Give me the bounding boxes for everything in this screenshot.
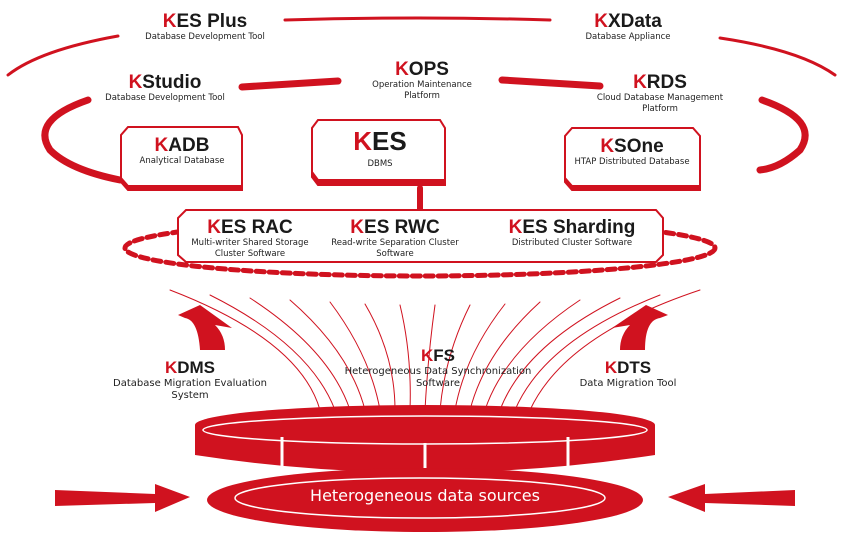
product-desc-line: Platform [642, 104, 678, 114]
product-desc-line: Cloud Database Management [596, 93, 724, 103]
arrow-left-icon [668, 484, 795, 512]
product-desc-line: System [171, 390, 209, 401]
arrow-up-left-icon [178, 305, 232, 350]
product-desc-line: Software [415, 378, 461, 389]
outer-arc-right [718, 36, 837, 77]
product-name: KES RWC [350, 217, 440, 238]
middle-arc-right-seg [498, 76, 604, 90]
product-name: KFS [420, 346, 455, 365]
ksone-box [564, 127, 701, 187]
product-kstudio: KStudio Database Development Tool [105, 73, 225, 104]
product-name: KES Sharding [508, 217, 636, 238]
kes-box [311, 119, 446, 181]
product-kxdata: KXData Database Appliance [585, 12, 670, 43]
product-desc: Database Development Tool [145, 32, 265, 42]
product-name: KDMS [164, 358, 216, 377]
product-krds: KRDS Cloud Database Management Platform [597, 73, 723, 115]
product-name: KES [353, 126, 407, 156]
middle-arc-left [41, 96, 124, 184]
product-name: KDTS [604, 358, 652, 377]
data-sources-label: Heterogeneous data sources [310, 486, 540, 505]
product-desc: HTAP Distributed Database [574, 157, 690, 167]
product-name: KES RAC [207, 217, 293, 238]
product-desc: Analytical Database [139, 156, 225, 166]
outer-arc-left [6, 34, 120, 77]
product-kfs: KFS Heterogeneous Data Synchronization S… [345, 346, 532, 390]
product-name: KXData [594, 11, 662, 32]
product-desc-line: Database Migration Evaluation [113, 378, 267, 389]
product-kes-rwc: KES RWC Read-write Separation Cluster So… [331, 218, 459, 260]
product-kes-rac: KES RAC Multi-writer Shared Storage Clus… [191, 218, 308, 260]
middle-arc-left-seg [238, 77, 342, 91]
product-name: KSOne [600, 136, 664, 157]
product-name: KStudio [128, 72, 202, 93]
product-desc: Distributed Cluster Software [511, 238, 633, 248]
product-desc: Database Appliance [585, 32, 671, 42]
product-kadb: KADB Analytical Database [140, 136, 225, 167]
kadb-box [120, 126, 243, 187]
product-name: KADB [154, 135, 210, 156]
product-kdms: KDMS Database Migration Evaluation Syste… [113, 358, 267, 402]
data-sources-ellipse [207, 468, 643, 532]
data-ring [195, 405, 655, 476]
product-kops: KOPS Operation Maintenance Platform [372, 60, 472, 102]
product-name: KOPS [395, 59, 449, 80]
arrow-up-right-icon [612, 305, 668, 350]
cluster-box [177, 209, 664, 263]
product-kdts: KDTS Data Migration Tool [580, 358, 677, 390]
product-desc-line: Operation Maintenance [372, 80, 472, 90]
product-name: KES Plus [162, 11, 248, 32]
outer-arc-top [283, 16, 552, 22]
flow-lines [169, 289, 701, 411]
product-desc-line: Heterogeneous Data Synchronization [344, 366, 532, 377]
middle-arc-right [756, 96, 809, 174]
product-kes-plus: KES Plus Database Development Tool [145, 12, 265, 43]
product-desc: DBMS [367, 159, 393, 169]
product-kes-sharding: KES Sharding Distributed Cluster Softwar… [509, 218, 636, 249]
product-desc: Data Migration Tool [579, 378, 677, 389]
product-desc-line: Multi-writer Shared Storage [191, 238, 309, 248]
product-kes: KES DBMS [353, 127, 406, 170]
arrow-right-icon [55, 484, 190, 512]
product-desc-line: Software [376, 249, 414, 259]
product-desc: Database Development Tool [105, 93, 225, 103]
product-desc-line: Read-write Separation Cluster [331, 238, 459, 248]
product-ksone: KSOne HTAP Distributed Database [574, 137, 689, 168]
product-name: KRDS [633, 72, 687, 93]
product-desc-line: Platform [404, 91, 440, 101]
product-desc-line: Cluster Software [214, 249, 286, 259]
